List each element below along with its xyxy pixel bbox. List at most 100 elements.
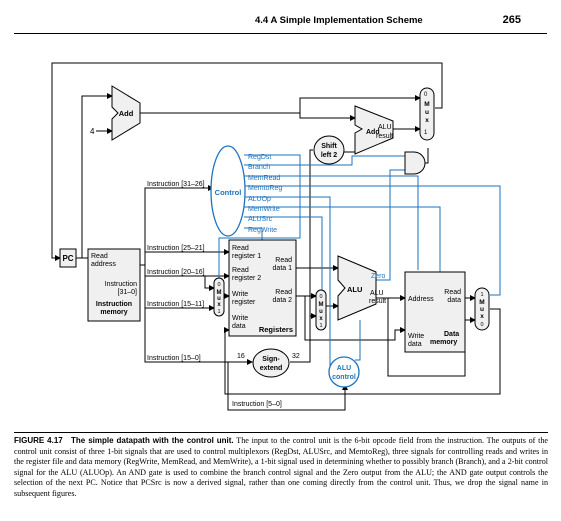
reg-read-data1-b: data 1 <box>273 265 293 272</box>
alu-result-1: ALU <box>370 290 384 297</box>
signal-branch: Branch <box>248 164 270 171</box>
control-unit <box>210 145 246 237</box>
memtoreg-mux-in0: 0 <box>480 322 483 328</box>
alusrc-mux-u: u <box>319 309 323 315</box>
dm-address: Address <box>408 296 434 303</box>
pcsrc-mux-x: x <box>425 117 429 124</box>
register-file <box>228 239 297 337</box>
page-number: 265 <box>502 14 521 26</box>
sign-extend-2: extend <box>260 365 283 372</box>
alu-result-2: result <box>369 298 386 305</box>
reg-read-reg2-b: register 2 <box>232 275 261 282</box>
pcsrc-mux <box>419 87 435 141</box>
reg-read-data2-b: data 2 <box>273 297 293 304</box>
dm-write-data-1: Write <box>408 333 424 340</box>
field-31-26: Instruction [31–26] <box>147 181 205 188</box>
dm-read-data-1: Read <box>444 289 461 296</box>
pc-label: PC <box>62 254 73 263</box>
instruction-memory <box>87 248 141 322</box>
figure-label: FIGURE 4.17 <box>14 436 63 445</box>
datapath-wires <box>51 62 501 411</box>
alu-zero-label: Zero <box>371 273 386 280</box>
figure-title: The simple datapath with the control uni… <box>71 436 234 445</box>
signal-regdst: RegDst <box>248 154 271 161</box>
control-signal-labels: RegDst Branch MemRead MemtoReg ALUOp Mem… <box>248 154 282 234</box>
signal-memwrite: MemWrite <box>248 206 280 213</box>
alusrc-mux-in0: 0 <box>319 294 322 300</box>
header-rule <box>14 33 547 34</box>
alu-label: ALU <box>347 285 362 294</box>
signal-alusrc: ALUSrc <box>248 216 273 223</box>
sign-extend <box>252 348 290 378</box>
sign-extend-1: Sign- <box>262 356 280 363</box>
im-title-1: Instruction <box>96 301 132 308</box>
figure-caption: FIGURE 4.17 The simple datapath with the… <box>14 432 548 500</box>
reg-read-data1-a: Read <box>275 257 292 264</box>
memtoreg-mux-u: u <box>480 306 484 313</box>
signal-memtoreg: MemtoReg <box>248 185 282 192</box>
alu-control <box>328 356 360 388</box>
alusrc-mux-m: M <box>319 302 324 308</box>
reg-read-reg2-a: Read <box>232 267 249 274</box>
pcsrc-mux-in0: 0 <box>424 92 428 98</box>
alusrc-mux <box>315 289 327 331</box>
regdst-mux-x: x <box>217 302 221 308</box>
pcsrc-mux-in1: 1 <box>424 130 428 136</box>
branch-adder-result: result <box>376 133 393 140</box>
constant-four: 4 <box>90 127 95 136</box>
control-label: Control <box>215 188 242 197</box>
reg-write-reg-b: register <box>232 299 256 306</box>
im-read-address-1: Read <box>91 253 108 260</box>
pc-adder-label: Add <box>119 109 134 118</box>
branch-adder-label: Add <box>366 129 380 136</box>
dm-title-1: Data <box>444 331 459 338</box>
field-15-0: Instruction [15–0] <box>147 355 201 362</box>
regdst-mux-in1: 1 <box>217 309 220 315</box>
alusrc-mux-x: x <box>319 316 323 322</box>
regdst-mux-u: u <box>217 296 221 302</box>
reg-title: Registers <box>259 325 293 334</box>
shift-left-2 <box>313 135 345 165</box>
pc-adder <box>111 85 141 141</box>
alusrc-mux-in1: 1 <box>319 323 322 329</box>
reg-read-reg1-a: Read <box>232 245 249 252</box>
main-alu <box>337 255 377 321</box>
shift-label-1: Shift <box>321 143 337 150</box>
memtoreg-mux-x: x <box>480 313 484 320</box>
field-5-0: Instruction [5–0] <box>232 401 282 408</box>
im-instruction-1: Instruction <box>105 281 137 288</box>
regdst-mux <box>213 277 225 317</box>
dm-write-data-2: data <box>408 341 422 348</box>
branch-adder-alu: ALU <box>378 124 392 131</box>
alu-control-1: ALU <box>337 365 351 372</box>
width-16: 16 <box>237 353 245 360</box>
reg-write-data-b: data <box>232 323 246 330</box>
field-15-11: Instruction [15–11] <box>147 301 204 308</box>
field-25-21: Instruction [25–21] <box>147 245 205 252</box>
memtoreg-mux-in1: 1 <box>480 292 483 298</box>
datapath-diagram: PC Add 4 Add ALU result 0 M u x 1 Shift … <box>51 62 501 411</box>
signal-memread: MemRead <box>248 175 280 182</box>
shift-label-2: left 2 <box>321 152 337 159</box>
figure-caption-text: The input to the control unit is the 6-b… <box>14 436 549 498</box>
im-instruction-2: [31–0] <box>118 289 138 296</box>
memtoreg-mux <box>474 287 490 331</box>
pcsrc-mux-m: M <box>424 101 429 108</box>
alu-control-2: control <box>332 374 356 381</box>
signal-regwrite: RegWrite <box>248 227 277 234</box>
pc-register <box>59 248 77 268</box>
reg-write-reg-a: Write <box>232 291 248 298</box>
im-read-address-2: address <box>91 261 116 268</box>
reg-read-reg1-b: register 1 <box>232 253 261 260</box>
page-header: 4.4 A Simple Implementation Scheme 265 <box>0 0 561 34</box>
memtoreg-mux-m: M <box>479 299 484 306</box>
dm-read-data-2: data <box>447 297 461 304</box>
field-20-16: Instruction [20–16] <box>147 269 205 276</box>
branch-adder <box>354 105 394 155</box>
im-title-2: memory <box>100 309 127 316</box>
regdst-mux-in0: 0 <box>217 282 220 288</box>
regdst-mux-m: M <box>217 290 222 296</box>
width-32: 32 <box>292 353 300 360</box>
reg-read-data2-a: Read <box>275 289 292 296</box>
dm-title-2: memory <box>430 339 457 346</box>
